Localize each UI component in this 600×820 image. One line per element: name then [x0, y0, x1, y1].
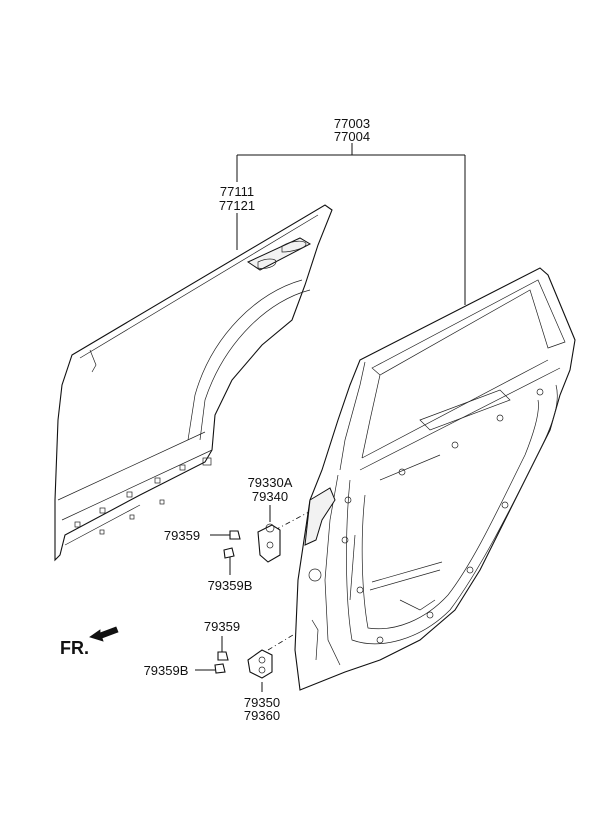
label-upper-bolt: 79359: [164, 528, 200, 543]
outer-door-panel: [54, 204, 333, 562]
lower-hinge: [247, 649, 273, 679]
label-assembly-a: 77003: [334, 116, 370, 131]
label-assembly-b: 77004: [334, 129, 370, 144]
upper-bolt: [229, 530, 241, 540]
label-lower-bolt: 79359: [204, 619, 240, 634]
label-outer-panel-b: 77121: [219, 198, 255, 213]
part-labels: 77003 77004 77111 77121 79330A 79340 793…: [144, 116, 370, 723]
label-lower-hinge-b: 79360: [244, 708, 280, 723]
front-label: FR.: [60, 638, 89, 658]
front-direction-indicator: FR.: [60, 626, 119, 658]
upper-bolt-b: [223, 547, 235, 559]
label-upper-hinge-b: 79340: [252, 489, 288, 504]
front-arrow-icon: [89, 626, 119, 642]
label-upper-hinge-a: 79330A: [248, 475, 293, 490]
label-lower-bolt-b: 79359B: [144, 663, 189, 678]
lower-bolt-b: [214, 663, 226, 674]
label-upper-bolt-b: 79359B: [208, 578, 253, 593]
label-lower-hinge-a: 79350: [244, 695, 280, 710]
door-frame-assembly: [294, 267, 576, 691]
upper-hinge: [257, 523, 281, 563]
label-outer-panel-a: 77111: [220, 184, 254, 199]
lower-bolt: [217, 651, 229, 661]
